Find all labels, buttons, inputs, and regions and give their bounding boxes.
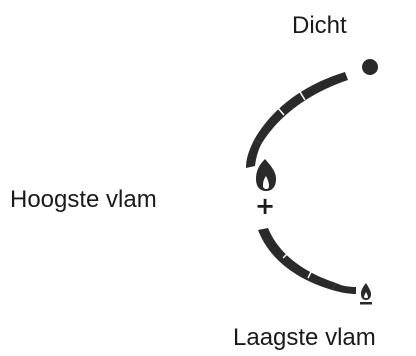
small-flame-icon [360,283,372,305]
plus-sign: + [255,192,276,220]
closed-label: Dicht [292,12,347,39]
closed-position-dot-icon [362,59,378,75]
large-flame-icon [256,159,276,191]
lower-arc [258,228,356,294]
upper-arc [246,72,348,168]
lowest-flame-label: Laagste vlam [233,324,376,351]
highest-flame-label: Hoogste vlam [10,186,157,213]
